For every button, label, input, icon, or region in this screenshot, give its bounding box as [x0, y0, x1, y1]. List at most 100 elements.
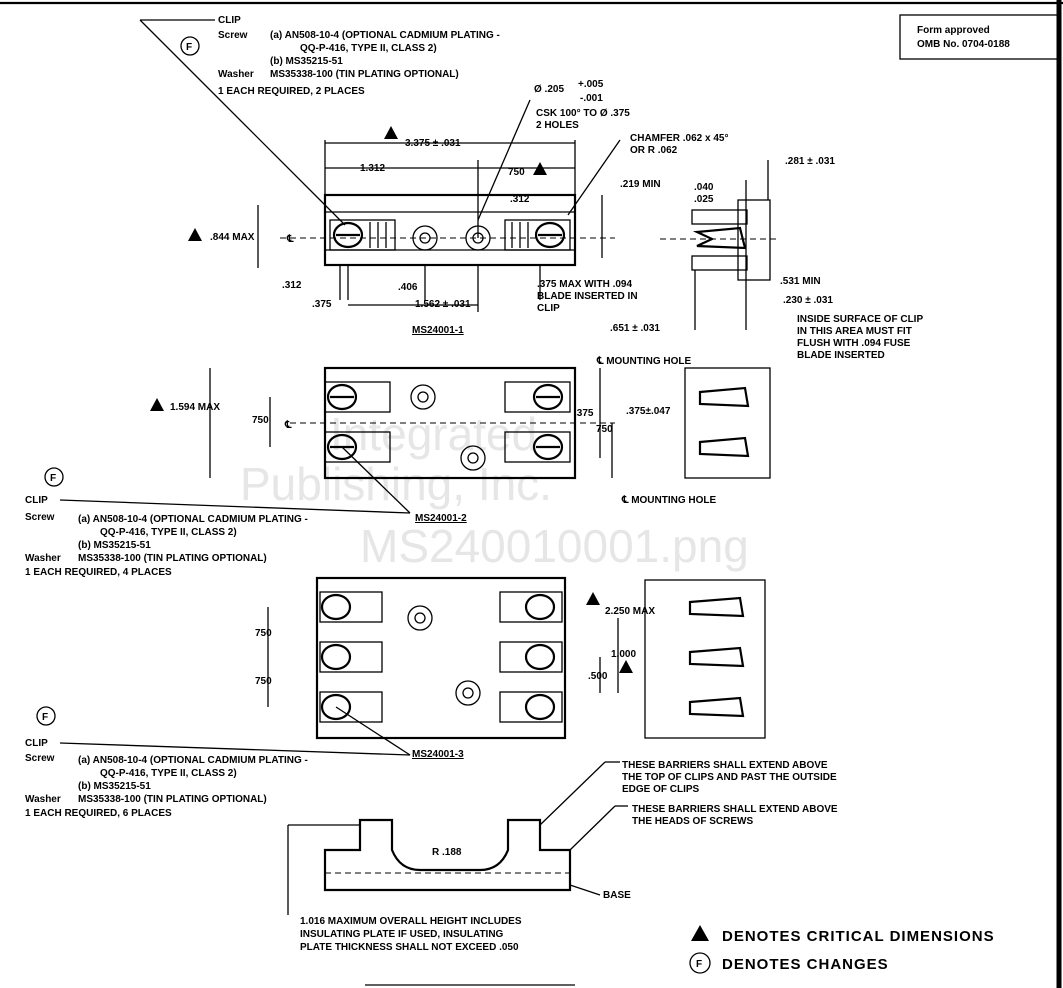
- view1-d230-label: .230 ± .031: [783, 295, 833, 306]
- change-symbol-icon: [36, 706, 56, 726]
- note3-washer-label: MS35338-100 (TIN PLATING OPTIONAL): [78, 794, 267, 805]
- view1-inside3-label: FLUSH WITH .094 FUSE: [797, 338, 911, 349]
- barrier-note1b-label: THE TOP OF CLIPS AND PAST THE OUTSIDE: [622, 772, 837, 783]
- side-view-1: .040 .025 .281 ± .031 .531 MIN .230 ± .0…: [660, 156, 923, 361]
- view-ms24001-3: 750 750 2.250 MAX 1.000 .500 MS24001-3: [59, 576, 655, 760]
- view1-d844-label: .844 MAX: [210, 232, 255, 243]
- note3-each-label: 1 EACH REQUIRED, 6 PLACES: [25, 808, 172, 819]
- note1-each-label: 1 EACH REQUIRED, 2 PLACES: [218, 86, 365, 97]
- note3-screw-label-label: Screw: [25, 753, 55, 764]
- clip-note-3: F CLIP Screw (a) AN508-10-4 (OPTIONAL CA…: [25, 706, 308, 819]
- view1-d312b-label: .312: [282, 280, 302, 291]
- form-box-line1-label: Form approved: [917, 25, 990, 36]
- view3-d500-label: .500: [588, 671, 608, 682]
- view1-title-label: MS24001-1: [412, 325, 464, 336]
- note2-screw-a-label: (a) AN508-10-4 (OPTIONAL CADMIUM PLATING…: [78, 514, 308, 525]
- critical-dimension-icon: [150, 398, 164, 411]
- view2-cl-label: ℄: [284, 420, 292, 431]
- view1-blade2-label: BLADE INSERTED IN: [537, 291, 638, 302]
- view3-d750a-label: 750: [255, 628, 272, 639]
- view1-d025-label: .025: [694, 194, 714, 205]
- side-view-3: [644, 579, 766, 739]
- view1-csk-label: CSK 100° TO Ø .375: [536, 108, 630, 119]
- note2-washer-label: MS35338-100 (TIN PLATING OPTIONAL): [78, 553, 267, 564]
- barrier-note1a-label: THESE BARRIERS SHALL EXTEND ABOVE: [622, 760, 828, 771]
- view2-d375b-label: .375±.047: [626, 406, 671, 417]
- view1-d219-label: .219 MIN: [620, 179, 661, 190]
- note3-screw-a-label: (a) AN508-10-4 (OPTIONAL CADMIUM PLATING…: [78, 755, 308, 766]
- view3-d750b-label: 750: [255, 676, 272, 687]
- view1-d1562-label: 1.562 ± .031: [415, 299, 471, 310]
- legend-critical-label: DENOTES CRITICAL DIMENSIONS: [722, 928, 995, 945]
- watermark: Integrated Publishing, Inc. MS240010001.…: [240, 408, 749, 572]
- view1-d375-label: .375: [312, 299, 332, 310]
- side-view-2: [684, 367, 771, 479]
- view1-d651-label: .651 ± .031: [610, 323, 660, 334]
- view2-mount1-label: ℄ MOUNTING HOLE: [596, 356, 692, 367]
- note3-change-label: F: [42, 712, 48, 723]
- critical-dimension-icon: [384, 126, 398, 139]
- legend-changes-symbol-label: F: [696, 959, 702, 970]
- barrier-note2a-label: THESE BARRIERS SHALL EXTEND ABOVE: [632, 804, 838, 815]
- note1-change-label: F: [186, 42, 192, 53]
- watermark-line2-label: Publishing, Inc.: [240, 458, 552, 510]
- view1-blade3-label: CLIP: [537, 303, 560, 314]
- critical-dimension-icon: [619, 660, 633, 673]
- view1-d750-label: 750: [508, 167, 525, 178]
- view2-mount2-label: ℄ MOUNTING HOLE: [621, 495, 717, 506]
- view1-d531-label: .531 MIN: [780, 276, 821, 287]
- barrier-base-label: BASE: [603, 890, 631, 901]
- view1-inside4-label: BLADE INSERTED: [797, 350, 885, 361]
- note2-clip-label: CLIP: [25, 495, 48, 506]
- critical-dimension-icon: [691, 925, 709, 941]
- view1-d040-label: .040: [694, 182, 714, 193]
- view2-d750a-label: 750: [252, 415, 269, 426]
- form-approval-box: Form approved OMB No. 0704-0188: [899, 14, 1059, 60]
- note2-each-label: 1 EACH REQUIRED, 4 PLACES: [25, 567, 172, 578]
- note3-clip-label: CLIP: [25, 738, 48, 749]
- watermark-line3-label: MS240010001.png: [360, 520, 749, 572]
- watermark-line1-label: Integrated: [330, 408, 537, 460]
- note2-change-label: F: [50, 473, 56, 484]
- barrier-height1-label: 1.016 MAXIMUM OVERALL HEIGHT INCLUDES: [300, 916, 522, 927]
- critical-dimension-icon: [533, 162, 547, 175]
- view1-d312a-label: .312: [510, 194, 530, 205]
- critical-dimension-icon: [586, 592, 600, 605]
- legend-changes-label: DENOTES CHANGES: [722, 956, 889, 973]
- note1-screw-a-label: (a) AN508-10-4 (OPTIONAL CADMIUM PLATING…: [270, 30, 500, 41]
- note3-washer-label-label: Washer: [25, 794, 61, 805]
- view-ms24001-2: 1.594 MAX 750 ℄ ℄ MOUNTING HOLE .375 .37…: [59, 356, 717, 524]
- barrier-section: THESE BARRIERS SHALL EXTEND ABOVE THE TO…: [287, 760, 838, 953]
- note2-screw-b-label: (b) MS35215-51: [78, 540, 151, 551]
- view-ms24001-1: 3.375 ± .031 Ø .205 +.005 -.001 CSK 100°…: [188, 79, 728, 336]
- note1-clip-label: CLIP: [218, 15, 241, 26]
- clip-note-2: F CLIP Screw (a) AN508-10-4 (OPTIONAL CA…: [25, 467, 308, 578]
- note3-screw-a2-label: QQ-P-416, TYPE II, CLASS 2): [100, 768, 237, 779]
- note2-washer-label-label: Washer: [25, 553, 61, 564]
- critical-dimension-icon: [188, 228, 202, 241]
- change-symbol-icon: [180, 36, 200, 56]
- form-box-line2-label: OMB No. 0704-0188: [917, 39, 1010, 50]
- view1-blade1-label: .375 MAX WITH .094: [537, 279, 632, 290]
- note1-screw-label-label: Screw: [218, 30, 248, 41]
- view1-hole-dia-label: Ø .205: [534, 84, 564, 95]
- clip-note-1: F CLIP Screw (a) AN508-10-4 (OPTIONAL CA…: [139, 15, 500, 226]
- note1-washer-label-label: Washer: [218, 69, 254, 80]
- barrier-radius-label: R .188: [432, 847, 462, 858]
- view1-cl-label: ℄: [286, 234, 294, 245]
- note3-screw-b-label: (b) MS35215-51: [78, 781, 151, 792]
- note1-screw-b-label: (b) MS35215-51: [270, 56, 343, 67]
- view2-title-label: MS24001-2: [415, 513, 467, 524]
- view1-chamfer1-label: CHAMFER .062 x 45°: [630, 133, 728, 144]
- view1-inside2-label: IN THIS AREA MUST FIT: [797, 326, 912, 337]
- barrier-height3-label: PLATE THICKNESS SHALL NOT EXCEED .050: [300, 942, 519, 953]
- view3-title-label: MS24001-3: [412, 749, 464, 760]
- change-symbol-icon: [44, 467, 64, 487]
- view1-hole-tol-minus-label: -.001: [580, 93, 603, 104]
- view3-d2250-label: 2.250 MAX: [605, 606, 655, 617]
- view2-d1594-label: 1.594 MAX: [170, 402, 220, 413]
- view1-d406-label: .406: [398, 282, 418, 293]
- legend: DENOTES CRITICAL DIMENSIONS F DENOTES CH…: [689, 925, 995, 974]
